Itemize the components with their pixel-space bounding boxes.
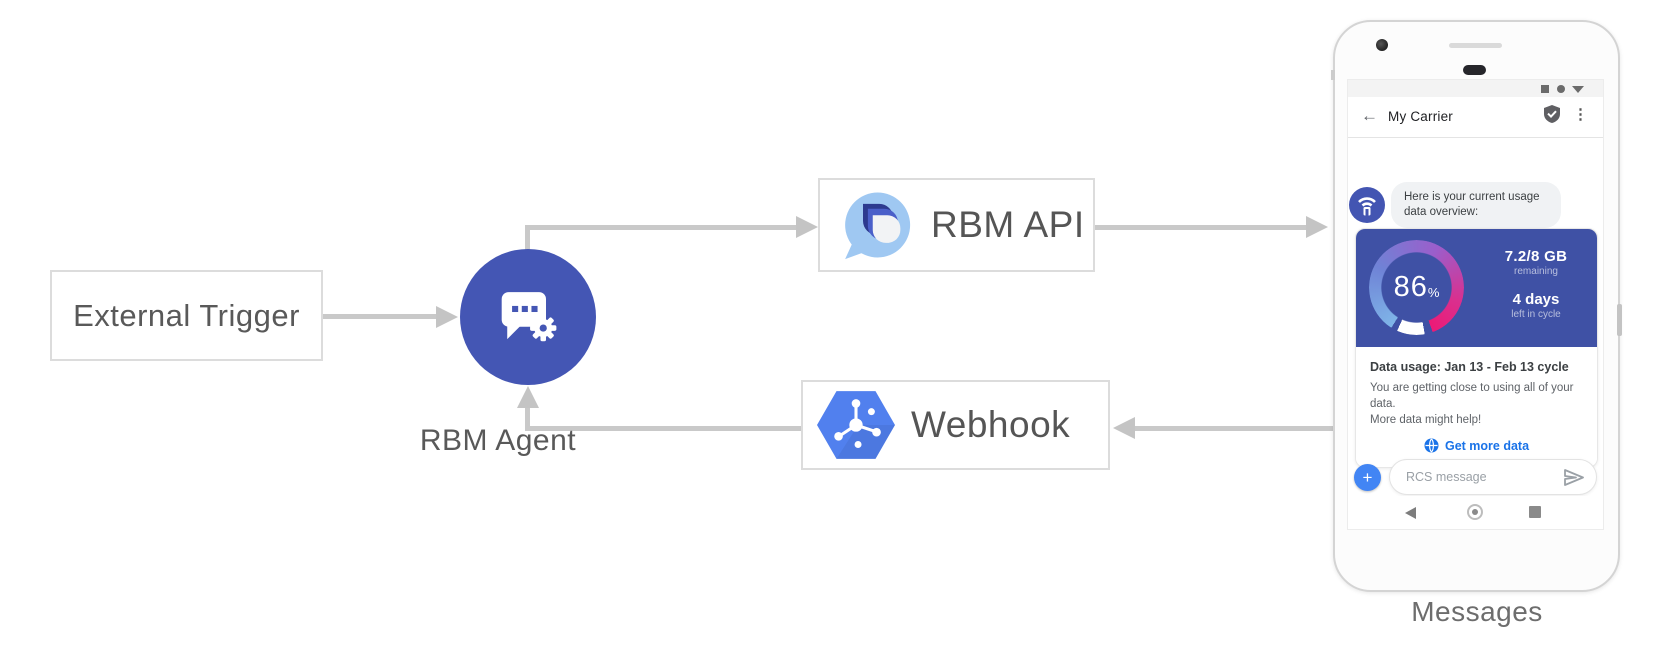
usage-card-body-line2: More data might help! [1370, 414, 1482, 426]
nav-back-button[interactable] [1405, 507, 1416, 519]
get-more-data-label: Get more data [1444, 438, 1530, 453]
webhook-label: Webhook [911, 404, 1071, 445]
chat-bubble-gear-icon [501, 292, 557, 342]
android-navbar [1348, 496, 1603, 529]
data-usage-card: 86 % 7.2/8 GB remaining 4 days left in c… [1355, 228, 1598, 468]
arrow-agent-to-api-horizontal [525, 225, 797, 230]
arrowhead-api-to-phone [1306, 216, 1328, 238]
nav-recents-button[interactable] [1529, 506, 1541, 518]
rbm-api-label: RBM API [931, 204, 1085, 245]
messages-caption: Messages [1411, 596, 1543, 627]
webhook-node: Webhook [801, 380, 1110, 470]
send-icon[interactable] [1564, 469, 1584, 491]
arrowhead-phone-to-webhook [1113, 417, 1135, 439]
days-left: 4 days [1512, 291, 1560, 308]
external-trigger-node: External Trigger [50, 270, 323, 361]
arrow-api-to-phone [1095, 225, 1307, 230]
triangle-status-icon [1572, 86, 1584, 93]
rbm-agent-node [460, 249, 596, 385]
phone-mockup: ← My Carrier ⋮ Her [1331, 20, 1622, 592]
agent-avatar [1349, 187, 1385, 223]
bubble-text-line1: Here is your current usage [1404, 191, 1540, 203]
globe-icon [1424, 438, 1439, 453]
usage-gauge-panel: 86 % 7.2/8 GB remaining 4 days left in c… [1356, 229, 1597, 347]
usage-percent: 86 % [1393, 271, 1440, 303]
phone-screen: ← My Carrier ⋮ Her [1347, 79, 1604, 530]
sim-tray [1331, 70, 1335, 80]
quota-remaining: 7.2/8 GB [1504, 248, 1568, 265]
circle-status-icon [1557, 85, 1565, 93]
arrow-agent-to-api-vertical [525, 225, 530, 253]
message-compose-field[interactable] [1389, 459, 1597, 495]
arrowhead-agent-to-api [796, 216, 818, 238]
bubble-text-line2: data overview: [1404, 206, 1479, 218]
status-bar [1348, 80, 1603, 97]
arrowhead-webhook-to-agent [517, 386, 539, 408]
rbm-agent-label: RBM Agent [419, 424, 577, 457]
arrow-trigger-to-agent [323, 314, 436, 319]
power-button [1617, 304, 1622, 336]
rbm-api-logo-icon [845, 192, 911, 260]
arrowhead-trigger-to-agent [436, 306, 458, 328]
back-arrow-icon[interactable]: ← [1361, 106, 1378, 125]
external-trigger-label: External Trigger [73, 297, 300, 333]
chat-bubble: Here is your current usage data overview… [1391, 182, 1561, 228]
webhook-hexagon-icon [817, 391, 895, 459]
days-caption: left in cycle [1511, 309, 1561, 320]
usage-donut-gauge [1369, 240, 1464, 335]
broadcast-antenna-icon [1358, 197, 1376, 216]
usage-card-title: Data usage: Jan 13 - Feb 13 cycle [1370, 360, 1569, 374]
arrow-webhook-to-agent-horizontal [525, 426, 801, 431]
plus-icon: + [1362, 468, 1373, 487]
get-more-data-button[interactable]: Get more data [1370, 438, 1583, 453]
attach-plus-button[interactable]: + [1354, 464, 1381, 491]
top-speaker-slot [1449, 43, 1502, 48]
usage-card-body-line1: You are getting close to using all of yo… [1370, 382, 1574, 410]
verified-shield-icon [1544, 105, 1560, 128]
overflow-menu-icon[interactable]: ⋮ [1573, 106, 1588, 123]
front-camera [1376, 39, 1388, 51]
earpiece-speaker [1463, 65, 1486, 75]
rcs-message-input[interactable] [1406, 461, 1556, 493]
square-status-icon [1541, 85, 1549, 93]
nav-home-button[interactable] [1467, 504, 1483, 520]
arrow-webhook-to-agent-vertical [525, 406, 530, 431]
quota-caption: remaining [1514, 266, 1558, 277]
conversation-title: My Carrier [1388, 109, 1453, 124]
rbm-api-node: RBM API [818, 178, 1095, 272]
arrow-phone-to-webhook [1135, 426, 1333, 431]
conversation-header: ← My Carrier ⋮ [1348, 97, 1603, 138]
